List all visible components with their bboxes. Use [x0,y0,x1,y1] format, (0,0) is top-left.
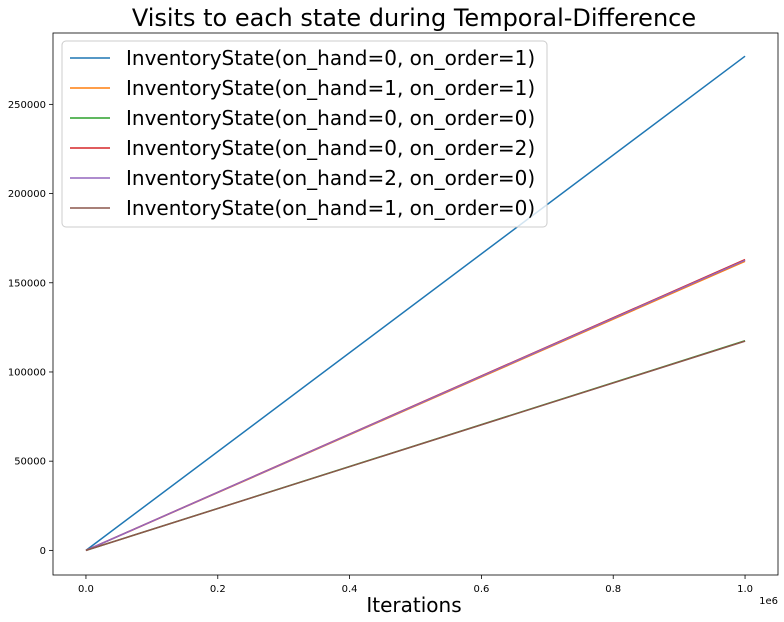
legend-label-4: InventoryState(on_hand=0, on_order=2) [126,136,535,160]
y-tick-label: 100000 [8,367,46,378]
series-line-6 [85,340,746,552]
legend-label-5: InventoryState(on_hand=2, on_order=0) [126,166,535,190]
series-lines [85,55,746,552]
series-line-5 [85,259,746,552]
x-axis-offset-text: 1e6 [759,596,778,607]
y-tick-label: 50000 [14,457,46,468]
x-tick-label: 0.4 [342,584,358,595]
x-axis-label: Iterations [366,593,461,617]
legend-label-6: InventoryState(on_hand=1, on_order=0) [126,196,535,220]
x-tick-label: 0.0 [78,584,94,595]
legend: InventoryState(on_hand=0, on_order=1) Inv… [61,40,548,228]
legend-box [61,40,548,228]
legend-label-1: InventoryState(on_hand=0, on_order=1) [126,46,535,70]
x-tick-label: 1.0 [737,584,753,595]
x-tick-label: 0.8 [605,584,621,595]
y-tick-label: 150000 [8,278,46,289]
y-tick-label: 250000 [8,100,46,111]
plot-frame [52,32,779,576]
x-tick-label: 0.6 [473,584,489,595]
series-line-1 [85,55,746,551]
axes: 0.0 0.2 0.4 0.6 0.8 1.0 0 50000 100000 150000 2000… [8,32,779,595]
legend-label-3: InventoryState(on_hand=0, on_order=0) [126,106,535,130]
y-tick-label: 200000 [8,189,46,200]
x-tick-label: 0.2 [210,584,226,595]
chart-title: Visits to each state during Temporal-Dif… [132,4,696,32]
legend-label-2: InventoryState(on_hand=1, on_order=1) [126,76,535,100]
y-tick-label: 0 [40,546,46,557]
